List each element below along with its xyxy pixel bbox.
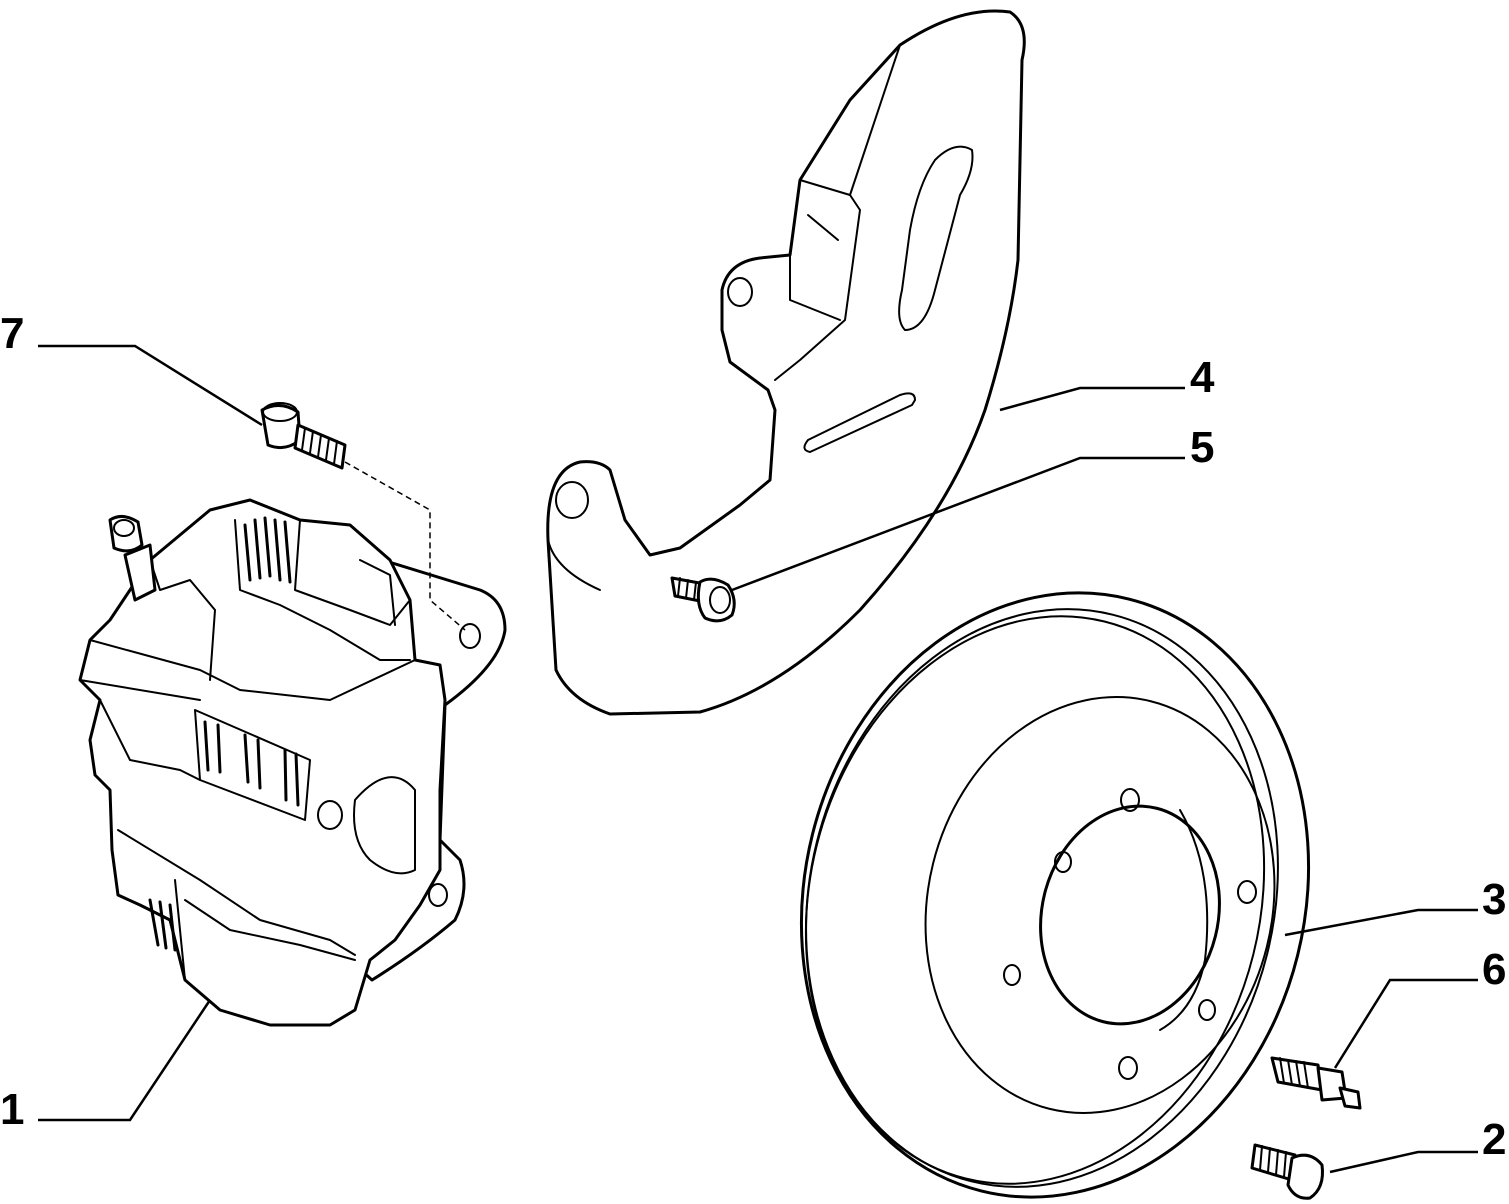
callout-1: 1 [0,1085,25,1134]
leader-5 [731,456,1185,592]
callout-7: 7 [0,309,25,358]
brake-disc [799,591,1311,1199]
callout-3: 3 [1482,875,1507,924]
wheel-bolt [1250,1143,1324,1200]
leader-lines [38,344,1478,1174]
leader-3 [1284,908,1478,937]
leader-2 [1329,1150,1478,1174]
bolt-axis-dashed [344,461,466,631]
guide-bolt [260,402,347,470]
callout-4: 4 [1190,353,1215,402]
callout-2: 2 [1482,1115,1507,1164]
leader-7 [38,344,263,427]
leader-1 [38,999,212,1122]
shield-bolt [670,576,736,623]
leader-6 [1333,978,1478,1069]
leader-4 [999,386,1185,412]
callout-6: 6 [1482,945,1507,994]
brake-caliper [78,498,447,1027]
wheel-stud [1270,1056,1362,1110]
dust-shield [546,9,1026,716]
callout-5: 5 [1190,423,1215,472]
